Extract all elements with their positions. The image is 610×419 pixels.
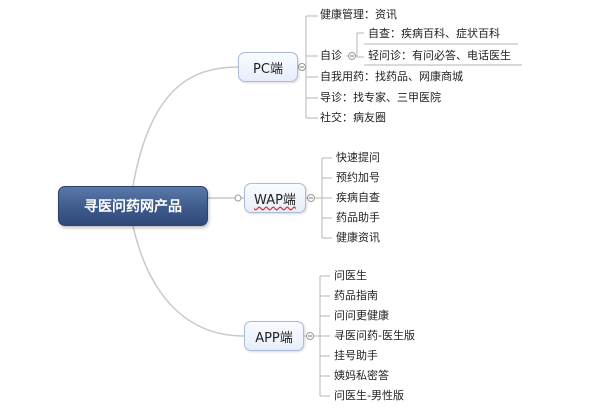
- pc-item-guide[interactable]: 导诊：找专家、三甲医院: [320, 91, 441, 104]
- pc-item-quick-consult[interactable]: 轻问诊：有问必答、电话医生: [368, 49, 511, 62]
- pc-item-health[interactable]: 健康管理：资讯: [320, 8, 397, 21]
- pc-item-self-check[interactable]: 自查：疾病百科、症状百科: [368, 27, 500, 40]
- connector-root-app: [132, 225, 245, 337]
- app-item[interactable]: 姨妈私密答: [334, 369, 389, 382]
- app-item[interactable]: 问问更健康: [334, 309, 389, 322]
- connector-root-pc: [132, 66, 239, 187]
- wap-item[interactable]: 快速提问: [336, 151, 380, 164]
- wap-item[interactable]: 疾病自查: [336, 191, 380, 204]
- wap-item[interactable]: 药品助手: [336, 211, 380, 224]
- branch-app-label: APP端: [255, 330, 293, 346]
- app-item[interactable]: 寻医问药-医生版: [334, 329, 415, 342]
- pc-item-self-diagnosis[interactable]: 自诊: [320, 49, 342, 62]
- pc-item-self-medication[interactable]: 自我用药：找药品、网康商城: [320, 70, 463, 83]
- app-item[interactable]: 药品指南: [334, 289, 378, 302]
- branch-pc-label: PC端: [253, 61, 283, 77]
- wap-item[interactable]: 预约加号: [336, 171, 380, 184]
- app-item[interactable]: 挂号助手: [334, 349, 378, 362]
- branch-pc[interactable]: PC端: [238, 52, 298, 82]
- app-item[interactable]: 问医生-男性版: [334, 389, 404, 402]
- app-item[interactable]: 问医生: [334, 269, 367, 282]
- root-topic-label: 寻医问药网产品: [84, 199, 182, 215]
- root-topic[interactable]: 寻医问药网产品: [58, 186, 208, 226]
- wap-item[interactable]: 健康资讯: [336, 231, 380, 244]
- branch-wap-label: WAP端: [254, 192, 296, 208]
- pc-item-social[interactable]: 社交：病友圈: [320, 111, 386, 124]
- branch-app[interactable]: APP端: [244, 321, 304, 351]
- collapse-toggle-icon: [234, 194, 242, 202]
- branch-wap[interactable]: WAP端: [244, 183, 306, 213]
